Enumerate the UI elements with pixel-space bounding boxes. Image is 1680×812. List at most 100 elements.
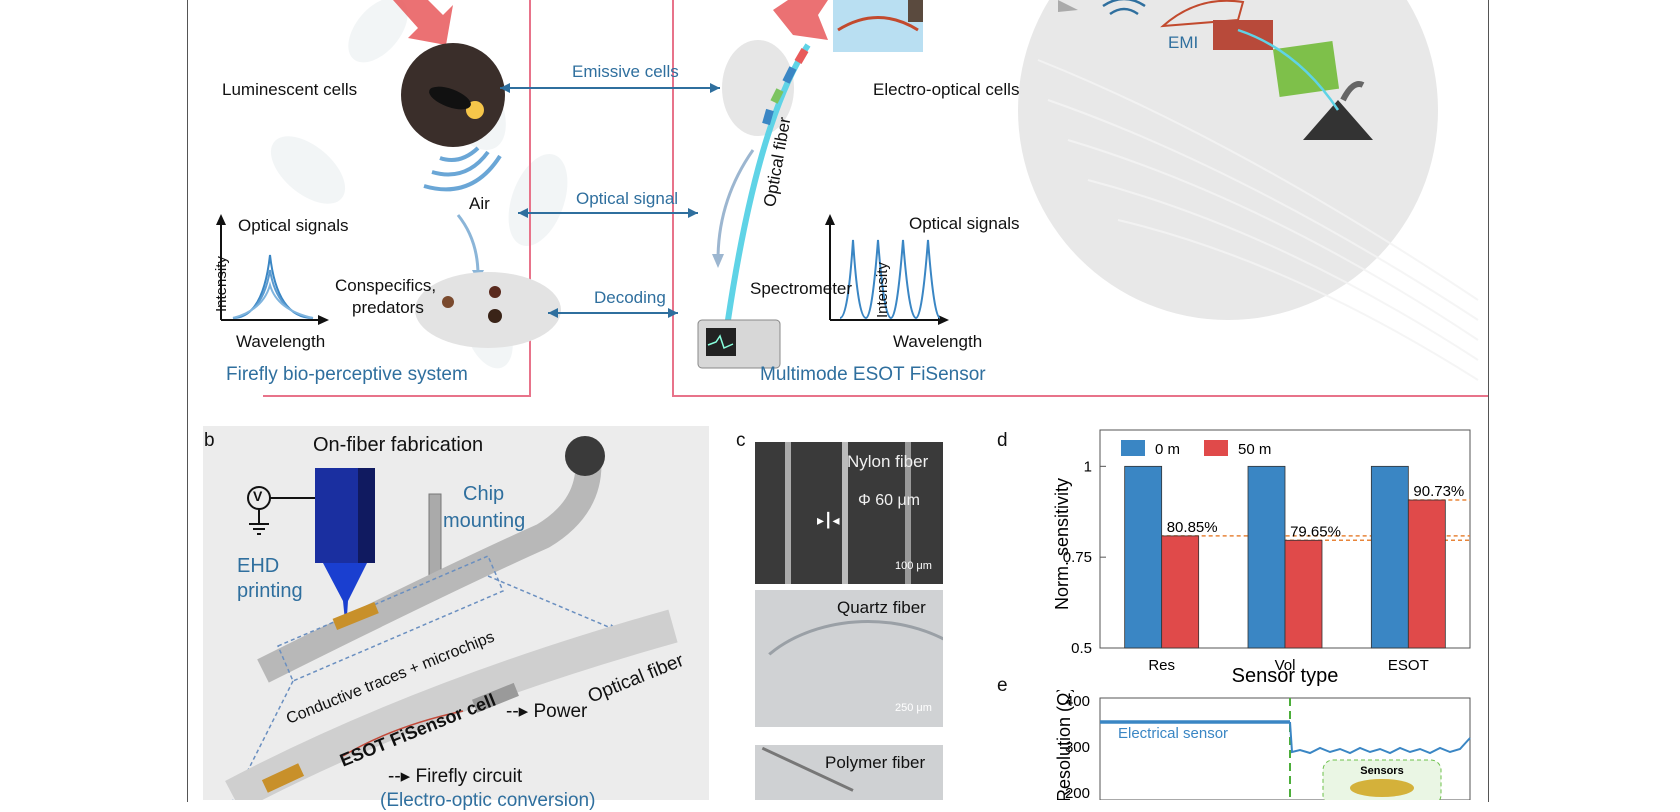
right-system-title: Multimode ESOT FiSensor bbox=[760, 364, 986, 385]
x-tick-label: ESOT bbox=[1388, 657, 1429, 674]
nylon-label: Nylon fiber bbox=[847, 452, 929, 471]
sensor-device-icon bbox=[1350, 779, 1414, 797]
resolution-tick-400: 400 bbox=[1065, 693, 1090, 710]
x-tick-label: Vol bbox=[1275, 657, 1296, 674]
chip-label-line2: mounting bbox=[443, 510, 526, 532]
y-tick-label: 1 bbox=[1084, 458, 1092, 475]
emissive-cells-label: Emissive cells bbox=[572, 62, 679, 81]
emi-label: EMI bbox=[1168, 33, 1199, 52]
fiber-coil bbox=[257, 454, 602, 683]
right-optical-plot bbox=[825, 214, 949, 325]
airplane-icon bbox=[1058, 0, 1078, 12]
firefly-circuit-label: --▸ Firefly circuit bbox=[388, 765, 522, 788]
bar bbox=[1124, 465, 1163, 649]
quartz-label: Quartz fiber bbox=[837, 598, 926, 617]
legend-swatch-0 bbox=[1121, 440, 1145, 456]
left-optical-plot bbox=[216, 214, 329, 325]
diameter-label: Φ 60 μm bbox=[858, 492, 920, 509]
legend-swatch-1 bbox=[1204, 440, 1228, 456]
voltage-label: V bbox=[253, 488, 263, 504]
panel-b-graphics bbox=[225, 436, 678, 800]
diameter-arrows-icon: ▸┃◂ bbox=[817, 512, 840, 528]
ehd-label-line1: EHD bbox=[237, 555, 280, 577]
polymer-fiber-image: Polymer fiber bbox=[755, 745, 943, 800]
left-plot-xlabel: Wavelength bbox=[236, 332, 326, 351]
optical-fiber bbox=[725, 43, 811, 321]
power-arrow-icon: --▸ bbox=[506, 701, 534, 722]
bar bbox=[1247, 465, 1286, 649]
spectrometer-label: Spectrometer bbox=[750, 279, 853, 298]
right-section-border bbox=[672, 0, 1488, 397]
right-plot-title: Optical signals bbox=[909, 214, 1020, 233]
microchip bbox=[332, 601, 379, 630]
ehd-label-line2: printing bbox=[237, 580, 303, 602]
air-label: Air bbox=[469, 194, 490, 213]
panel-b-background bbox=[203, 426, 709, 800]
resolution-ylabel: Resolution (Ω) bbox=[1054, 690, 1074, 800]
quartz-fiber-image: Quartz fiber 250 μm bbox=[755, 590, 943, 727]
bar bbox=[1407, 499, 1446, 649]
panel-c-letter: c bbox=[736, 430, 746, 451]
esot-response-trace bbox=[1289, 721, 1471, 755]
power-text: Power bbox=[533, 701, 588, 722]
temple-icon bbox=[1213, 20, 1273, 50]
legend-label-0: 0 m bbox=[1155, 441, 1180, 458]
magnified-region bbox=[277, 555, 504, 682]
left-plot-ylabel: Intensity bbox=[213, 256, 230, 312]
scale-bar-2: 250 μm bbox=[895, 702, 932, 714]
circuit-arrow-icon: --▸ bbox=[388, 766, 416, 787]
chip-label-line1: Chip bbox=[463, 483, 505, 505]
signal-wave-icon bbox=[423, 146, 502, 192]
x-axis-label: Sensor type bbox=[1232, 665, 1339, 687]
firefly-circuit-text: Firefly circuit bbox=[415, 766, 523, 787]
data-label: 90.73% bbox=[1413, 483, 1464, 500]
bar bbox=[1284, 539, 1323, 649]
optical-signal-label: Optical signal bbox=[576, 189, 679, 208]
figure-frame bbox=[187, 0, 1489, 802]
right-plot-xlabel: Wavelength bbox=[893, 332, 983, 351]
y-tick-label: 0.5 bbox=[1071, 640, 1092, 657]
incoming-arrow-left bbox=[393, 0, 453, 45]
left-section-border bbox=[263, 0, 531, 397]
electro-optical-cells-label: Electro-optical cells bbox=[873, 80, 1020, 99]
wifi-icon bbox=[1102, 0, 1146, 16]
tower-icon bbox=[908, 0, 923, 22]
bar bbox=[1370, 465, 1409, 649]
legend-label-1: 50 m bbox=[1238, 441, 1271, 458]
scale-bar-1: 100 μm bbox=[895, 560, 932, 572]
panel-e-letter: e bbox=[997, 675, 1008, 696]
resolution-plot-area bbox=[1099, 697, 1471, 800]
resolution-chart: Resolution (Ω) 400 300 200 Electrical se… bbox=[1054, 690, 1471, 800]
conversion-label: (Electro-optic conversion) bbox=[380, 790, 596, 811]
resolution-tick-200: 200 bbox=[1065, 785, 1090, 800]
bar bbox=[1161, 535, 1200, 649]
left-system-title: Firefly bio-perceptive system bbox=[226, 364, 468, 385]
panel-a-graphics bbox=[216, 0, 1488, 397]
luminescent-cells-label: Luminescent cells bbox=[222, 80, 358, 99]
conspecifics-area bbox=[415, 272, 561, 348]
x-tick-label: Res bbox=[1148, 657, 1175, 674]
incoming-arrow-right bbox=[773, 0, 828, 40]
decoding-label: Decoding bbox=[594, 288, 666, 307]
data-label: 79.65% bbox=[1290, 523, 1341, 540]
panel-b-letter: b bbox=[204, 430, 215, 451]
on-fiber-fabrication-title: On-fiber fabrication bbox=[313, 434, 484, 456]
panel-d-letter: d bbox=[997, 430, 1008, 451]
predators-label: predators bbox=[352, 298, 424, 317]
y-tick-label: 0.75 bbox=[1063, 549, 1092, 566]
map-icon bbox=[1272, 41, 1340, 97]
train-icon bbox=[1160, 0, 1245, 28]
left-plot-title: Optical signals bbox=[238, 216, 349, 235]
data-label: 80.85% bbox=[1167, 519, 1218, 536]
electrical-sensor-label: Electrical sensor bbox=[1118, 725, 1228, 742]
fiber-spool bbox=[565, 436, 605, 476]
y-axis-label: Norm. sensitivity bbox=[1052, 478, 1072, 610]
polymer-label: Polymer fiber bbox=[825, 753, 926, 772]
nylon-fiber-image: Nylon fiber Φ 60 μm ▸┃◂ 100 μm bbox=[755, 442, 943, 584]
conspecifics-label: Conspecifics, bbox=[335, 276, 437, 295]
power-label: --▸ Power bbox=[506, 700, 587, 723]
right-plot-ylabel: Intensity bbox=[874, 262, 891, 318]
volcano-icon bbox=[1303, 100, 1373, 140]
resolution-tick-300: 300 bbox=[1065, 739, 1090, 756]
